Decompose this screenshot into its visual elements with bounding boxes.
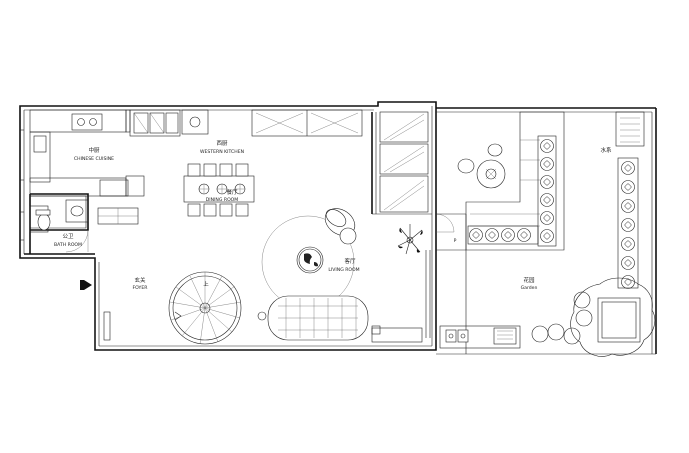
spiral-staircase: 上 玄关 FOYER (133, 271, 242, 345)
shrub-icon (469, 228, 483, 242)
western-kitchen-label-en: WESTERN KITCHEN (200, 149, 244, 155)
garden-walls: P (436, 107, 657, 355)
dining-chairs (187, 163, 249, 217)
garden-shrubs (531, 291, 593, 345)
shrub-leaf (503, 230, 513, 240)
chinese-kitchen-label-en: CHINESE CUISINE (74, 156, 114, 162)
dining-room-label-en: DINING ROOM (206, 197, 239, 203)
shrub-leaf (623, 258, 633, 268)
shrub-leaf (623, 220, 633, 230)
wooden-deck (465, 111, 565, 251)
stair-up-label: 上 (203, 280, 209, 288)
living-room-label-en: LIVING ROOM (328, 267, 359, 273)
shrub-leaf (623, 163, 633, 173)
garden-label-en: Garden (521, 285, 538, 291)
garden-mark-p: P (454, 238, 457, 244)
bath-room-label-cn: 公卫 (62, 233, 74, 240)
sofa (267, 295, 369, 341)
shrub-leaf (542, 213, 552, 223)
shrub-icon (540, 229, 554, 243)
shrub-leaf (623, 277, 633, 287)
bath-room-label-en: BATH ROOM (54, 242, 82, 248)
dining-room-label-cn: 餐厅 (226, 188, 238, 196)
water-feature: 水系 (600, 111, 645, 154)
foyer-label-cn: 玄关 (134, 276, 146, 284)
glass-doors (379, 111, 429, 213)
shrub-leaf (471, 230, 481, 240)
garden-kitchen-counter (439, 325, 521, 349)
shrub-icon (485, 228, 499, 242)
shrub-icon (621, 256, 635, 270)
shrub-icon (621, 161, 635, 175)
shrub-icon (540, 211, 554, 225)
shrub-icon (621, 218, 635, 232)
living-room-label-cn: 客厅 (344, 257, 356, 265)
western-kitchen-zone: 西厨 WESTERN KITCHEN (129, 109, 363, 155)
shrub-leaf (623, 239, 633, 249)
shrub-icon (540, 193, 554, 207)
shrub-leaf (542, 195, 552, 205)
outdoor-table (457, 143, 506, 189)
planter-box (537, 135, 557, 247)
shrub-leaf (623, 182, 633, 192)
shrub-leaf (623, 201, 633, 211)
chinese-kitchen-label-cn: 中厨 (88, 146, 100, 154)
potted-plant (397, 224, 423, 255)
dining-table: 餐厅 DINING ROOM (183, 163, 255, 217)
foyer-label-en: FOYER (133, 285, 149, 291)
shrub-leaf (542, 141, 552, 151)
coffee-table-globe (296, 246, 324, 274)
shrub-icon (540, 139, 554, 153)
shrub-leaf (542, 177, 552, 187)
shrub-icon (540, 175, 554, 189)
shrub-icon (517, 228, 531, 242)
shrub-icon (621, 199, 635, 213)
shrub-icon (621, 275, 635, 289)
bath-room-zone: 公卫 BATH ROOM (29, 199, 89, 248)
hedge-planters (467, 135, 639, 289)
shrub-icon (621, 180, 635, 194)
shrub-leaf (542, 231, 552, 241)
living-room-zone: 客厅 LIVING ROOM (257, 208, 423, 343)
garden-label-cn: 花园 (523, 276, 535, 284)
water-feature-label: 水系 (600, 146, 612, 154)
chinese-kitchen-zone: 中厨 CHINESE CUISINE (29, 109, 145, 225)
shrub-icon (501, 228, 515, 242)
pendant-lamps (198, 183, 246, 195)
planter-box (467, 225, 539, 245)
shrub-icon (621, 237, 635, 251)
garden-tree (570, 277, 656, 357)
shrub-leaf (487, 230, 497, 240)
labels-garden: 花园 Garden (521, 276, 538, 291)
planter-box (617, 157, 639, 289)
western-kitchen-label-cn: 西厨 (216, 140, 228, 147)
shrub-icon (540, 157, 554, 171)
shrub-leaf (542, 159, 552, 169)
shrub-leaf (519, 230, 529, 240)
